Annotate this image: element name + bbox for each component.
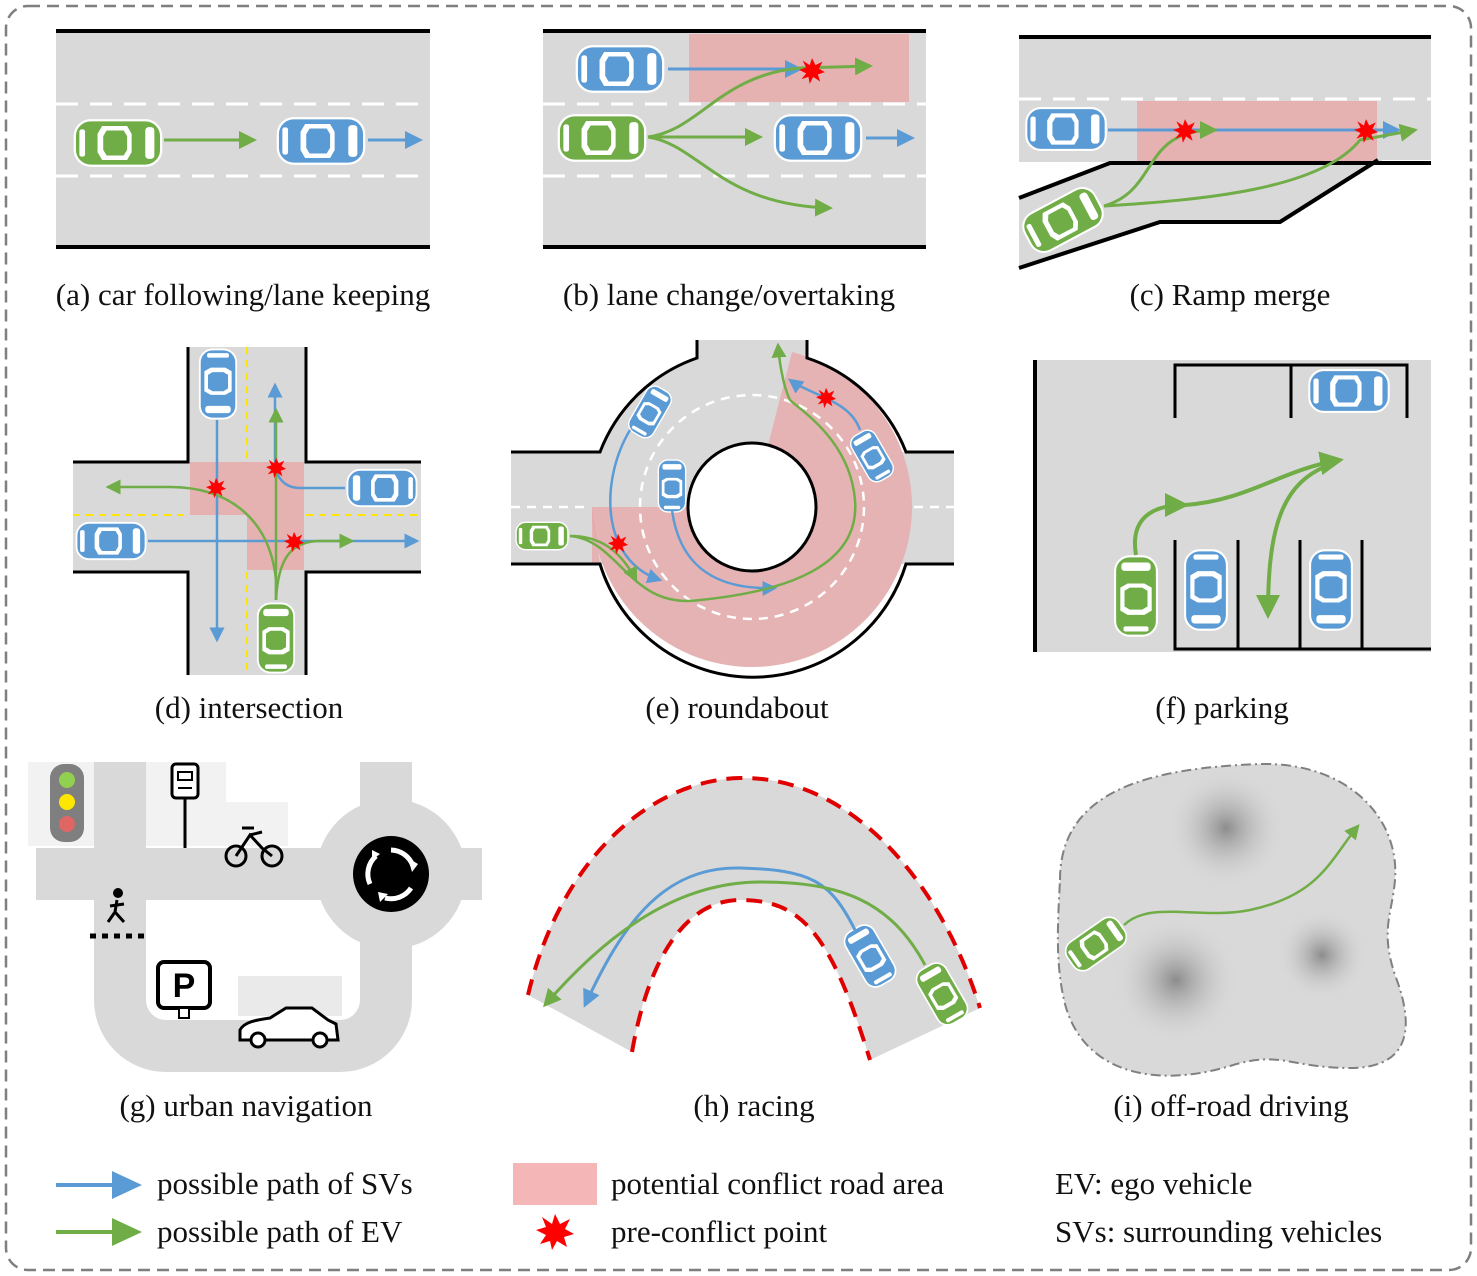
ego-vehicle [256,602,296,674]
caption-d: (d) intersection [154,690,344,725]
ev-path-arrow [569,342,857,603]
ego-vehicle [515,521,569,551]
road-edge [1018,161,1431,200]
legend-conflict-point-label: pre-conflict point [611,1214,828,1249]
parking-lines [1173,540,1431,651]
ev-path-arrow [105,479,278,600]
surrounding-vehicle [773,114,863,162]
legend-conflict-area-swatch [513,1163,597,1205]
conflict-area [592,507,600,564]
surrounding-vehicle [1309,549,1353,631]
caption-c: (c) Ramp merge [1129,277,1331,312]
sv-path-arrow [583,866,857,1008]
legend-sv-path-label: possible path of SVs [157,1166,413,1201]
surrounding-vehicle [1025,106,1107,152]
legend-conflict-area-label: potential conflict road area [611,1166,945,1201]
road-edge [805,340,954,454]
panel-f-parking [1033,360,1431,652]
panel-b-lane-change [543,29,926,249]
ego-vehicle [73,119,163,167]
panel-e-roundabout [511,340,954,679]
track-boundary [630,897,872,1061]
road-edge [304,570,421,675]
surrounding-vehicle [1308,368,1390,414]
ev-path-arrow [1132,493,1189,556]
ego-vehicle [557,114,647,162]
panel-a-car-following [56,29,430,249]
surrounding-vehicle [346,468,418,508]
ego-vehicle [1114,555,1158,637]
track-boundary [526,775,982,1009]
ev-path-arrow [647,135,833,217]
caption-h: (h) racing [693,1088,815,1123]
legend-ev-arrowhead [112,1218,142,1246]
surrounding-vehicle [657,459,687,513]
ev-path-arrow [543,880,927,1008]
legend-ev-path-label: possible path of EV [157,1214,403,1249]
lane-marking [638,393,866,621]
center-island [686,441,818,573]
ev-path-arrow [1256,461,1336,619]
bicycle-icon [224,802,288,868]
surrounding-vehicle [276,117,366,165]
legend-ev-definition: EV: ego vehicle [1055,1166,1253,1201]
surrounding-vehicle [1184,549,1228,631]
surrounding-vehicle [198,348,238,420]
road-edge [73,347,190,464]
road-edge [511,562,954,679]
sv-path-arrow [609,429,663,584]
traffic-light-icon [28,762,94,846]
svg-text:P: P [173,967,196,1005]
legend [56,1163,597,1250]
ev-path-arrow [1123,824,1360,926]
caption-a: (a) car following/lane keeping [55,277,431,312]
obstacle [1166,768,1286,888]
road [94,762,146,862]
ev-path-arrow [1184,451,1344,507]
obstacle [1112,916,1240,1044]
caption-i: (i) off-road driving [1113,1088,1349,1123]
surrounding-vehicle [75,521,147,561]
pedestrian-icon [90,888,146,939]
panel-d-intersection [73,347,421,675]
legend-sv-definition: SVs: surrounding vehicles [1055,1214,1383,1249]
parking-sign-icon: P [156,960,212,1019]
roundabout-sign-icon [353,836,429,912]
bus-stop-icon [146,762,226,848]
panel-g-urban-navigation: P [28,762,482,1072]
road-edge [304,347,421,464]
panel-i-off-road [1056,762,1407,1077]
caption-f: (f) parking [1155,690,1289,725]
caption-g: (g) urban navigation [119,1088,373,1123]
caption-e: (e) roundabout [645,690,829,725]
outer-frame [4,4,1473,1272]
sv-path-arrow [670,509,778,596]
ev-path-arrow [274,533,355,601]
road-edge [73,570,190,675]
caption-b: (b) lane change/overtaking [562,277,896,312]
road-edge [1018,158,1380,270]
ev-path-arrow [1103,123,1418,208]
legend-conflict-point-icon [536,1214,574,1250]
panel-h-racing [526,775,982,1061]
panel-c-ramp-merge [1016,35,1431,270]
road-edge [511,340,699,454]
legend-sv-arrowhead [112,1171,142,1199]
car-icon [238,976,342,1049]
surrounding-vehicle [575,45,665,93]
ev-path-arrow [647,57,873,139]
obstacle [1276,909,1368,1001]
track [528,777,980,1060]
